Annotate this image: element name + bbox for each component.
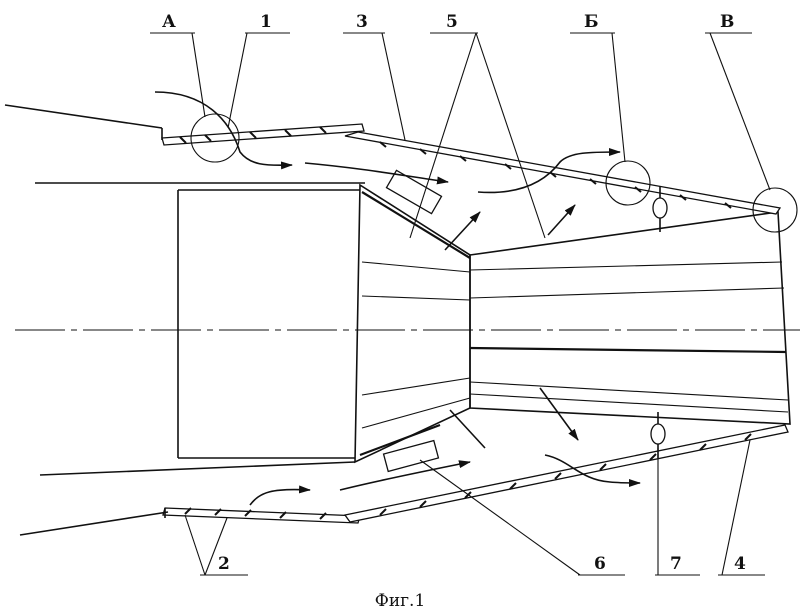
hinge-upper — [652, 186, 668, 232]
label-B: Б — [584, 12, 599, 32]
label-5: 5 — [446, 12, 458, 32]
engine-body — [35, 182, 365, 476]
converging-section — [354, 183, 471, 464]
detail-circle-V — [752, 187, 798, 233]
outer-shell-upper-rear — [344, 131, 782, 215]
label-7: 7 — [670, 554, 682, 574]
actuator-bottom — [382, 439, 440, 473]
label-1: 1 — [260, 12, 272, 32]
flow-line-lower — [19, 511, 169, 536]
detail-circle-A — [190, 113, 240, 163]
flow-arrows — [154, 91, 641, 506]
label-3: 3 — [356, 12, 368, 32]
diverging-section — [469, 211, 791, 425]
detail-circle-B — [605, 160, 651, 206]
label-4: 4 — [734, 554, 746, 574]
label-2: 2 — [218, 554, 230, 574]
outer-shell-lower-front — [162, 507, 361, 524]
outer-shell-lower-rear — [343, 424, 789, 523]
actuator-top — [385, 169, 443, 215]
label-6: 6 — [594, 554, 606, 574]
flow-line-upper — [4, 104, 163, 129]
label-A: А — [162, 12, 176, 32]
figure-caption: Фиг.1 — [375, 591, 426, 611]
leader-lines — [150, 32, 771, 576]
label-V: В — [720, 12, 734, 32]
outer-shell-upper-front — [161, 123, 365, 146]
